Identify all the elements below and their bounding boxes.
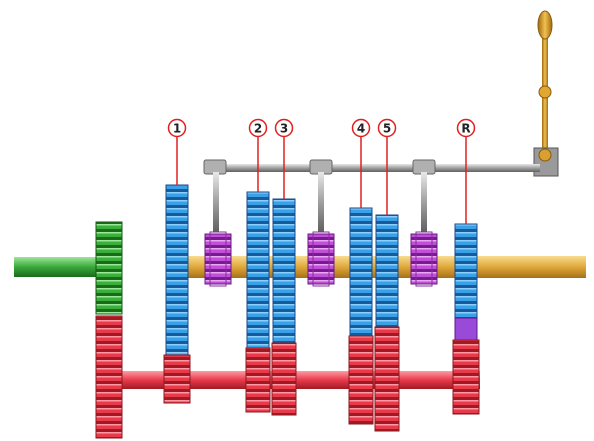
svg-text:R: R [461, 122, 470, 136]
input-shaft [14, 257, 104, 277]
synchronizer-3-4 [308, 232, 334, 286]
svg-text:4: 4 [357, 122, 365, 136]
gear-label-2: 2 [250, 120, 267, 137]
synchronizer-5-r [411, 232, 437, 286]
gear-label-3: 3 [276, 120, 293, 137]
input-gear [96, 222, 122, 438]
svg-text:2: 2 [254, 122, 262, 136]
gear-label-1: 1 [169, 120, 186, 137]
gear-r [453, 224, 479, 414]
gear-label-4: 4 [353, 120, 370, 137]
gear-5 [375, 215, 399, 431]
svg-text:5: 5 [383, 122, 391, 136]
gear-label-r: R [458, 120, 475, 137]
shift-lever [534, 11, 558, 176]
gear-2 [246, 192, 270, 412]
svg-text:3: 3 [280, 122, 288, 136]
gear-3 [272, 199, 296, 415]
selector-rail [204, 160, 540, 174]
gear-label-5: 5 [379, 120, 396, 137]
svg-text:1: 1 [173, 122, 181, 136]
gear-4 [349, 208, 373, 424]
synchronizer-1-2 [205, 232, 231, 286]
gear-1 [164, 185, 190, 403]
